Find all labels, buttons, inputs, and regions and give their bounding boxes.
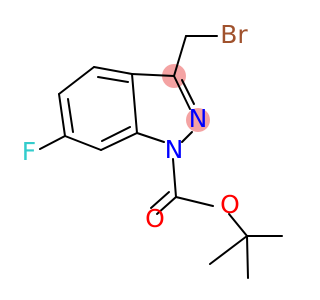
bond-cq-me3: [209, 235, 248, 265]
bond-ccarbonyl-o-double-a: [156, 196, 177, 215]
bond-c3-n2: [173, 75, 191, 110]
bond-cq-me1: [246, 235, 249, 279]
highlight-n2: [186, 108, 210, 132]
bond-c4-c5: [58, 66, 95, 95]
bond-c3-c3a: [131, 73, 175, 77]
bond-ccarbonyl-oester: [175, 196, 214, 207]
bond-c5-c6-inner: [67, 98, 74, 133]
atom-label-n-ring: N: [189, 104, 208, 133]
bond-n2-n1: [181, 131, 193, 143]
bond-c7-c7a: [100, 132, 138, 151]
molecule-structure-svg: Br N N F O O: [22, 20, 283, 279]
bond-n1-ccarbonyl: [172, 158, 177, 198]
bonds-group: [39, 35, 283, 279]
bond-c7-c7a-inner: [101, 126, 131, 142]
bond-c3-n2-double: [181, 79, 195, 105]
molecule-canvas: Br N N F O O: [22, 20, 283, 279]
atom-label-o-carbonyl: O: [145, 204, 165, 233]
bond-c3-ch2: [173, 35, 187, 77]
bond-c7a-c3a: [131, 73, 138, 134]
bond-c3a-c4: [93, 66, 133, 75]
bond-c6-c7: [64, 135, 102, 151]
bond-oester-cq: [228, 213, 248, 237]
atom-label-o-ester: O: [220, 190, 240, 219]
bond-n1-c7a: [136, 132, 165, 143]
bond-c5-c6: [58, 93, 66, 137]
bond-ccarbonyl-o-double-b: [150, 191, 170, 209]
atom-label-br: Br: [220, 20, 248, 49]
bond-c3a-c4-inner: [97, 76, 129, 83]
bond-c6-f: [39, 135, 66, 150]
atom-label-f: F: [22, 137, 36, 166]
atom-label-n-boc: N: [165, 135, 184, 164]
